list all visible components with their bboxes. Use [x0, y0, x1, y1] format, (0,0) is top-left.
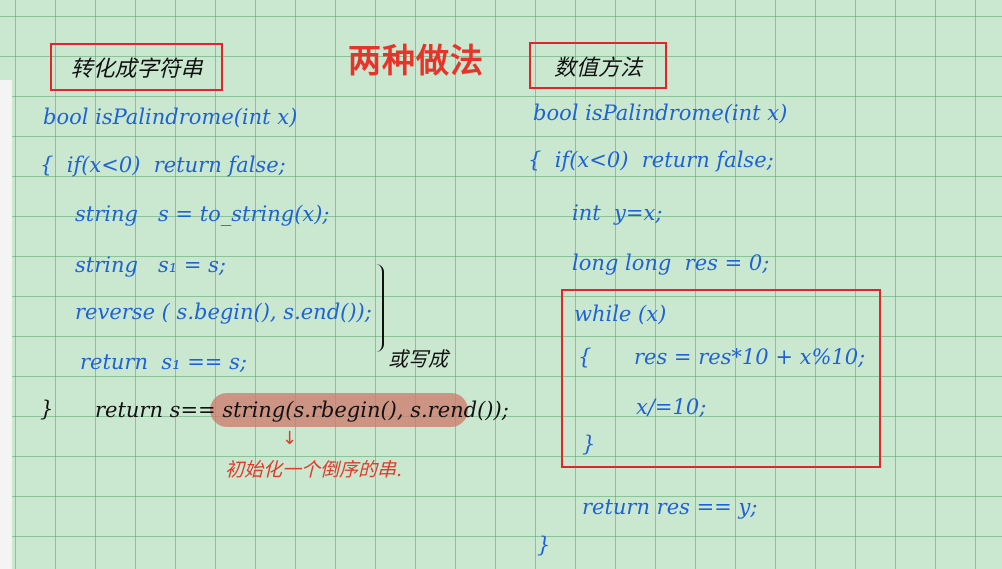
right-line-10: return res == y; — [582, 495, 758, 519]
page-title: 两种做法 — [348, 41, 484, 80]
alternative-label: 或写成 — [388, 347, 448, 371]
left-line-4: string s₁ = s; — [75, 253, 226, 277]
right-line-4: long long res = 0; — [572, 251, 770, 275]
right-line-2: { if(x<0) return false; — [528, 148, 774, 172]
alternative-bracket — [372, 264, 384, 352]
right-line-3: int y=x; — [572, 201, 663, 225]
right-line-9: } — [582, 432, 596, 456]
left-window-strip — [0, 80, 12, 569]
right-line-8: x/=10; — [636, 395, 707, 419]
left-line-8: return s== string(s.rbegin(), s.rend()); — [95, 398, 509, 422]
left-line-7: } — [40, 397, 54, 421]
left-line-5: reverse ( s.begin(), s.end()); — [75, 300, 372, 324]
numeric-method-label: 数值方法 — [529, 42, 667, 89]
right-line-11: } — [537, 533, 551, 557]
left-line-3: string s = to_string(x); — [75, 202, 330, 226]
right-line-1: bool isPalindrome(int x) — [533, 101, 788, 125]
left-line-6: return s₁ == s; — [80, 350, 247, 374]
while-loop-box — [561, 289, 881, 468]
reverse-note: 初始化一个倒序的串. — [225, 459, 403, 481]
string-method-label: 转化成字符串 — [50, 43, 223, 91]
left-line-1: bool isPalindrome(int x) — [43, 105, 298, 129]
left-line-2: { if(x<0) return false; — [40, 153, 286, 177]
right-line-7: res = res*10 + x%10; — [634, 345, 866, 369]
string-highlight — [210, 393, 468, 427]
right-line-6: { — [578, 345, 592, 369]
right-line-5: while (x) — [574, 302, 667, 326]
down-arrow-icon: ↓ — [282, 428, 298, 449]
